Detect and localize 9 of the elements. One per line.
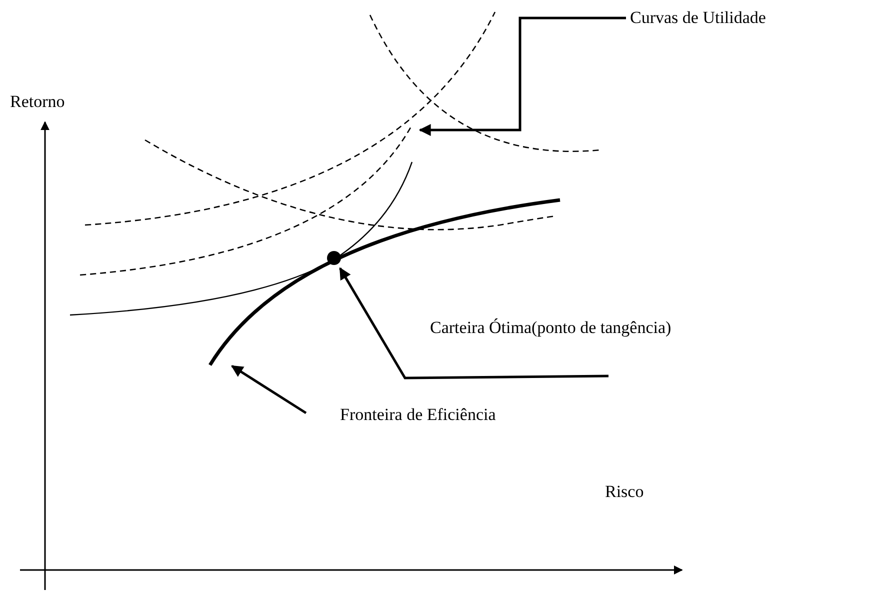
curve-label: Fronteira de Eficiência bbox=[340, 405, 496, 425]
leader-line bbox=[339, 267, 609, 380]
axis-label: Retorno bbox=[10, 92, 65, 112]
axis-label: Risco bbox=[605, 482, 644, 502]
curve-label: Curvas de Utilidade bbox=[630, 8, 766, 28]
point-label: Carteira Ótima(ponto de tangência) bbox=[430, 318, 672, 338]
leader-line bbox=[230, 364, 307, 414]
utility-curve bbox=[84, 12, 496, 226]
leader-line bbox=[418, 16, 626, 136]
